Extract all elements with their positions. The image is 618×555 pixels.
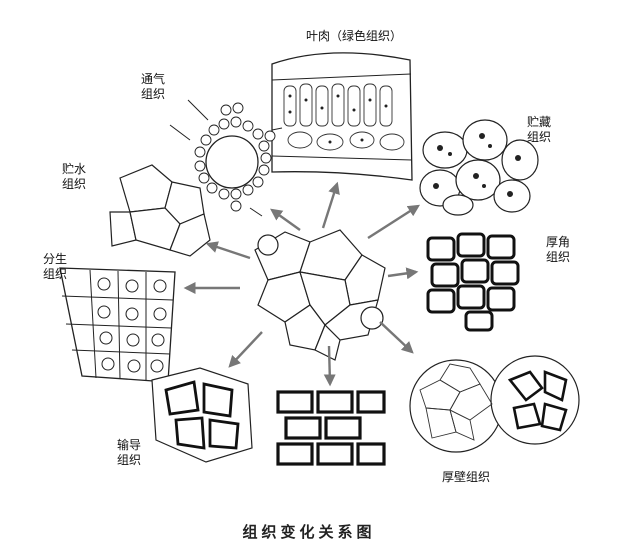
label-storage-line2: 组织 — [527, 130, 552, 144]
diagram-title: 组织变化关系图 — [242, 523, 376, 541]
label-conducting-line2: 组织 — [117, 453, 142, 467]
label-water-storage-line2: 组织 — [62, 177, 87, 191]
aerenchyma-tissue — [169, 99, 283, 217]
label-mesophyll: 叶肉（绿色组织） — [306, 29, 403, 43]
label-meristem: 分生 组织 — [43, 252, 67, 282]
water-storage-tissue — [109, 164, 211, 257]
meristem-tissue — [59, 267, 176, 383]
label-meristem-line1: 分生 — [43, 252, 68, 266]
conducting-tissue — [151, 367, 253, 463]
storage-tissue — [419, 119, 539, 216]
label-aerenchyma-line2: 组织 — [141, 87, 166, 101]
label-sclerenchyma: 厚壁组织 — [442, 470, 491, 484]
brick-tissue — [276, 390, 386, 466]
sclerenchyma-tissue — [409, 355, 580, 453]
label-storage-line1: 贮藏 — [527, 115, 552, 129]
center-parenchyma-tissue — [254, 229, 386, 361]
label-aerenchyma-line1: 通气 — [141, 72, 166, 86]
label-collenchyma-line1: 厚角 — [546, 235, 571, 249]
label-collenchyma-line2: 组织 — [546, 250, 571, 264]
label-water-storage-line1: 贮水 — [62, 162, 87, 176]
label-storage: 贮藏 组织 — [527, 115, 551, 145]
mesophyll-tissue — [271, 52, 413, 181]
collenchyma-tissue — [426, 232, 520, 332]
label-aerenchyma: 通气 组织 — [141, 72, 165, 102]
relationship-arrows — [183, 181, 421, 387]
label-conducting: 输导 组织 — [117, 438, 141, 468]
label-collenchyma: 厚角 组织 — [546, 235, 570, 265]
label-conducting-line1: 输导 — [117, 438, 142, 452]
label-water-storage: 贮水 组织 — [62, 162, 86, 192]
label-meristem-line2: 组织 — [43, 267, 68, 281]
